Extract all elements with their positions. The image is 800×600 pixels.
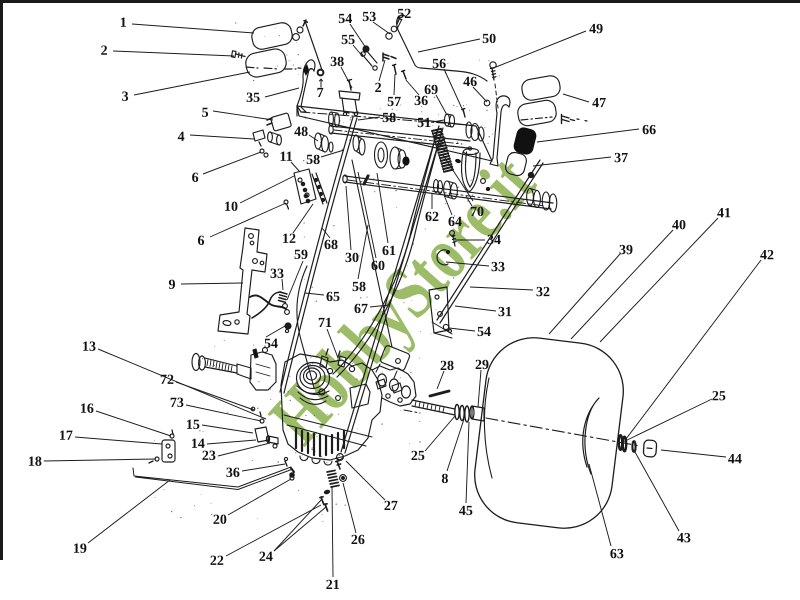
svg-text:35: 35 [246, 91, 260, 106]
svg-text:44: 44 [728, 452, 742, 467]
svg-text:34: 34 [487, 233, 501, 248]
svg-text:9: 9 [169, 278, 176, 293]
svg-text:27: 27 [384, 499, 398, 514]
svg-text:3: 3 [122, 90, 129, 105]
svg-text:28: 28 [440, 359, 454, 374]
svg-text:72: 72 [160, 373, 174, 388]
svg-text:31: 31 [498, 305, 512, 320]
svg-text:50: 50 [482, 32, 496, 47]
svg-text:12: 12 [282, 232, 296, 247]
svg-text:13: 13 [82, 340, 96, 355]
svg-text:58: 58 [306, 153, 320, 168]
svg-text:17: 17 [59, 429, 73, 444]
svg-text:33: 33 [270, 267, 284, 282]
svg-text:71: 71 [318, 316, 332, 331]
svg-text:63: 63 [610, 547, 624, 562]
svg-text:69: 69 [424, 83, 438, 98]
svg-text:23: 23 [202, 449, 216, 464]
svg-text:2: 2 [375, 81, 382, 96]
svg-text:33: 33 [491, 260, 505, 275]
svg-text:24: 24 [259, 550, 273, 565]
svg-text:45: 45 [459, 504, 473, 519]
svg-text:58: 58 [382, 111, 396, 126]
svg-text:67: 67 [354, 302, 368, 317]
svg-text:15: 15 [186, 418, 200, 433]
svg-text:53: 53 [362, 10, 376, 25]
svg-text:73: 73 [170, 396, 184, 411]
svg-text:62: 62 [425, 210, 439, 225]
svg-text:54: 54 [477, 325, 491, 340]
svg-text:54: 54 [264, 337, 278, 352]
svg-text:29: 29 [475, 358, 489, 373]
svg-text:36: 36 [226, 466, 240, 481]
svg-text:5: 5 [202, 106, 209, 121]
svg-text:40: 40 [672, 218, 686, 233]
svg-text:57: 57 [387, 95, 401, 110]
svg-text:6: 6 [198, 234, 205, 249]
svg-text:54: 54 [338, 12, 352, 27]
svg-text:2: 2 [101, 44, 108, 59]
svg-text:38: 38 [330, 55, 344, 70]
svg-text:64: 64 [448, 215, 462, 230]
svg-text:20: 20 [213, 513, 227, 528]
svg-text:7: 7 [317, 86, 324, 101]
svg-text:22: 22 [210, 554, 224, 569]
svg-text:66: 66 [642, 123, 656, 138]
svg-text:10: 10 [224, 200, 238, 215]
svg-text:39: 39 [619, 243, 633, 258]
svg-text:19: 19 [73, 542, 87, 557]
svg-text:49: 49 [589, 22, 603, 37]
svg-text:55: 55 [341, 33, 355, 48]
svg-text:41: 41 [717, 206, 731, 221]
svg-text:16: 16 [80, 402, 94, 417]
svg-text:58: 58 [352, 280, 366, 295]
svg-text:25: 25 [411, 449, 425, 464]
svg-text:8: 8 [441, 472, 448, 487]
svg-text:70: 70 [470, 205, 484, 220]
svg-text:36: 36 [414, 94, 428, 109]
svg-text:46: 46 [463, 75, 477, 90]
svg-text:56: 56 [432, 57, 446, 72]
svg-text:48: 48 [294, 125, 308, 140]
svg-text:32: 32 [536, 285, 550, 300]
svg-text:52: 52 [397, 7, 411, 22]
svg-text:4: 4 [178, 130, 185, 145]
svg-text:14: 14 [191, 437, 205, 452]
svg-text:11: 11 [279, 150, 292, 165]
svg-text:18: 18 [28, 455, 42, 470]
svg-text:25: 25 [712, 389, 726, 404]
svg-text:37: 37 [614, 151, 628, 166]
svg-text:59: 59 [294, 248, 308, 263]
svg-text:51: 51 [417, 116, 431, 131]
svg-text:65: 65 [326, 290, 340, 305]
svg-text:43: 43 [677, 531, 691, 546]
svg-text:6: 6 [192, 171, 199, 186]
svg-text:1: 1 [120, 16, 127, 31]
svg-text:30: 30 [345, 251, 359, 266]
svg-text:60: 60 [371, 259, 385, 274]
svg-text:68: 68 [324, 238, 338, 253]
svg-text:47: 47 [592, 96, 606, 111]
svg-text:21: 21 [326, 578, 340, 593]
svg-text:26: 26 [351, 533, 365, 548]
svg-text:42: 42 [760, 248, 774, 263]
svg-text:61: 61 [382, 244, 396, 259]
